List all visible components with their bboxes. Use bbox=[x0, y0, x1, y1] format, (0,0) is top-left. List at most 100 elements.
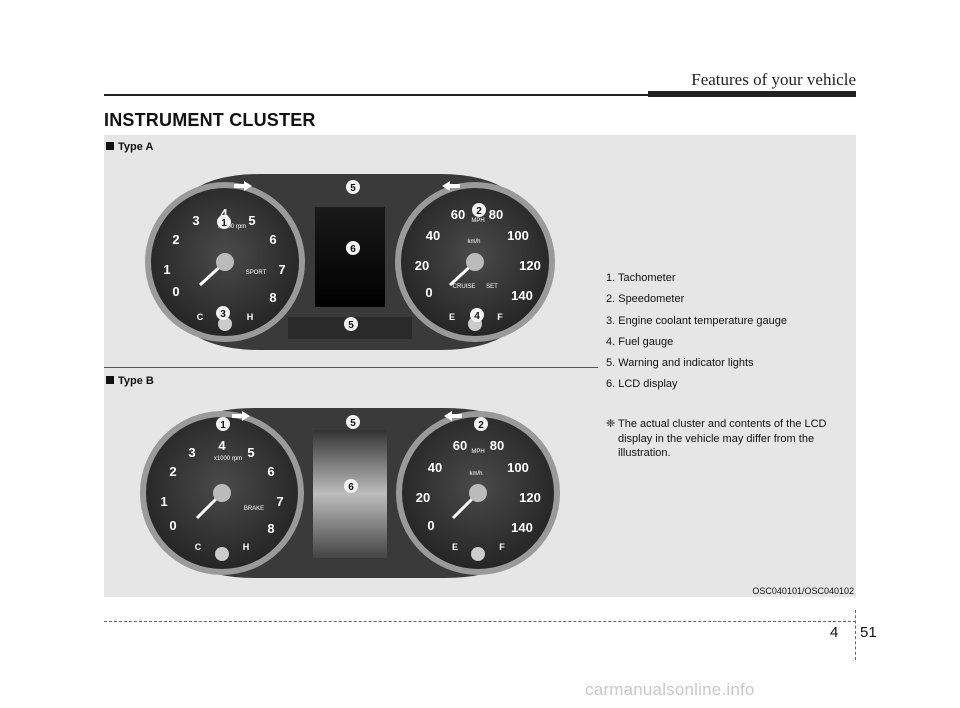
coolant-hot-label: H bbox=[243, 542, 250, 552]
fuel-empty-label: E bbox=[452, 542, 458, 552]
type-a-label: Type A bbox=[106, 141, 153, 153]
tach-unit: x1000 rpm bbox=[214, 456, 242, 462]
set-indicator: SET bbox=[486, 284, 498, 290]
speed-number: 40 bbox=[426, 228, 440, 243]
legend-item: 4. Fuel gauge bbox=[606, 335, 674, 348]
lcd-display bbox=[313, 430, 387, 558]
callout-number: 5 bbox=[348, 320, 354, 331]
tach-number: 3 bbox=[192, 213, 199, 228]
speed-number: 20 bbox=[415, 258, 429, 273]
tach-number: 0 bbox=[169, 518, 176, 533]
tach-number: 2 bbox=[169, 464, 176, 479]
tach-number: 5 bbox=[248, 213, 255, 228]
kmh-label: km/h bbox=[469, 471, 482, 477]
watermark-text: carmanualsonline.info bbox=[585, 680, 755, 699]
coolant-hot-label: H bbox=[247, 312, 254, 322]
callout-badge bbox=[346, 415, 360, 429]
header-rule bbox=[104, 94, 648, 96]
callout-number: 5 bbox=[350, 418, 356, 429]
tachometer-hub bbox=[216, 253, 234, 271]
speed-number: 120 bbox=[519, 258, 541, 273]
callout-badge bbox=[344, 317, 358, 331]
cluster-type-a: 0 1 2 3 4 5 6 7 8 0 20 40 60 80 100 120 … bbox=[145, 174, 555, 350]
right-turn-signal-icon bbox=[442, 181, 460, 191]
running-header: Features of your vehicle bbox=[691, 70, 856, 89]
coolant-cold-label: C bbox=[197, 312, 204, 322]
coolant-gauge-hub bbox=[215, 547, 229, 561]
speed-number: 140 bbox=[511, 520, 533, 535]
tach-number: 5 bbox=[247, 445, 254, 460]
speed-number: 120 bbox=[519, 490, 541, 505]
callout-number: 2 bbox=[478, 420, 484, 431]
left-turn-signal-icon bbox=[234, 181, 252, 191]
speed-number: 80 bbox=[489, 207, 503, 222]
legend-item: 3. Engine coolant temperature gauge bbox=[606, 314, 788, 327]
callout-badge bbox=[216, 306, 230, 320]
callout-number: 4 bbox=[474, 311, 480, 322]
tach-number: 1 bbox=[163, 262, 170, 277]
bullet-square-icon bbox=[106, 142, 114, 150]
tach-number: 0 bbox=[172, 284, 179, 299]
tach-unit: x1000 rpm bbox=[218, 224, 246, 230]
chapter-number: 4 bbox=[830, 624, 839, 641]
bullet-square-icon bbox=[106, 376, 114, 384]
fuel-empty-label: E bbox=[449, 312, 455, 322]
callout-number: 1 bbox=[221, 218, 227, 229]
callout-badge bbox=[346, 180, 360, 194]
note-text: The actual cluster and contents of the L… bbox=[618, 418, 827, 459]
speed-number: 60 bbox=[453, 438, 467, 453]
legend-item: 6. LCD display bbox=[606, 378, 678, 391]
callout-badge bbox=[217, 215, 231, 229]
tach-number: 3 bbox=[188, 445, 195, 460]
callout-number: 3 bbox=[220, 309, 226, 320]
section-title: INSTRUMENT CLUSTER bbox=[104, 110, 316, 130]
callout-legend: 1. Tachometer 2. Speedometer 3. Engine c… bbox=[606, 272, 852, 400]
speed-number: 100 bbox=[507, 460, 529, 475]
tach-number: 8 bbox=[269, 290, 276, 305]
tach-number: 4 bbox=[220, 206, 228, 221]
speed-number: 140 bbox=[511, 288, 533, 303]
speed-number: 80 bbox=[490, 438, 504, 453]
right-turn-signal-icon bbox=[444, 411, 462, 421]
tachometer-hub bbox=[213, 484, 231, 502]
type-divider bbox=[104, 367, 598, 368]
tach-number: 7 bbox=[276, 494, 283, 509]
callout-badge bbox=[474, 417, 488, 431]
tach-number: 4 bbox=[218, 438, 226, 453]
cluster-type-b: 0 1 2 3 4 5 6 7 8 0 20 40 60 80 100 120 … bbox=[140, 408, 560, 578]
callout-number: 6 bbox=[348, 482, 354, 493]
tach-number: 7 bbox=[278, 262, 285, 277]
note-symbol-icon: ❈ bbox=[606, 418, 616, 430]
speed-number: 0 bbox=[427, 518, 434, 533]
speed-number: 100 bbox=[507, 228, 529, 243]
callout-badge bbox=[472, 203, 486, 217]
header-rule-thick bbox=[648, 91, 856, 97]
fuel-full-label: F bbox=[497, 312, 503, 322]
coolant-gauge-hub bbox=[218, 317, 232, 331]
callout-badge bbox=[346, 241, 360, 255]
tach-number: 6 bbox=[269, 232, 276, 247]
callout-badge bbox=[344, 479, 358, 493]
kmh-label: km/h bbox=[467, 239, 480, 245]
tach-number: 8 bbox=[267, 521, 274, 536]
speed-number: 20 bbox=[416, 490, 430, 505]
speed-unit: MPH bbox=[471, 218, 484, 224]
fuel-full-label: F bbox=[499, 542, 505, 552]
legend-item: 1. Tachometer bbox=[606, 272, 676, 284]
legend-item: 5. Warning and indicator lights bbox=[606, 357, 754, 370]
type-b-label: Type B bbox=[106, 375, 154, 387]
callout-number: 5 bbox=[350, 183, 356, 194]
fuel-gauge-hub bbox=[471, 547, 485, 561]
callout-badge bbox=[216, 417, 230, 431]
legend-item: 2. Speedometer bbox=[606, 293, 685, 306]
speed-number: 60 bbox=[451, 207, 465, 222]
sport-mode-indicator: SPORT bbox=[246, 270, 267, 276]
speedometer-hub bbox=[469, 484, 487, 502]
cruise-indicator: CRUISE bbox=[453, 284, 476, 290]
lcd-display bbox=[315, 207, 385, 307]
tach-number: 1 bbox=[160, 494, 167, 509]
illustration-note: ❈ The actual cluster and contents of the… bbox=[606, 417, 850, 461]
left-turn-signal-icon bbox=[232, 411, 250, 421]
tach-number: 2 bbox=[172, 232, 179, 247]
tach-number: 6 bbox=[267, 464, 274, 479]
